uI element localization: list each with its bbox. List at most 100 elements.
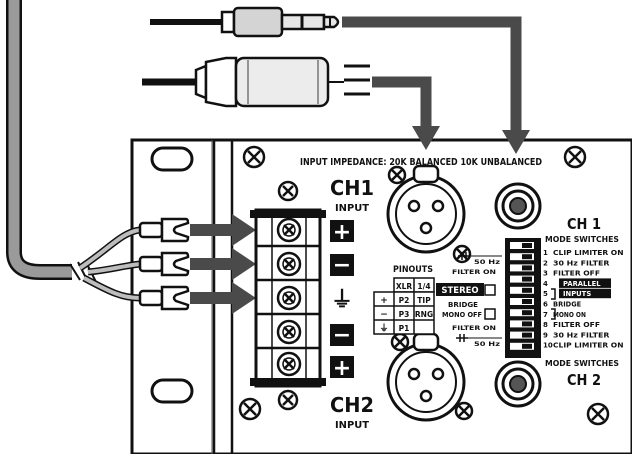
rack-slot-bottom <box>150 378 194 404</box>
minus-symbol-box <box>330 254 354 276</box>
pinouts-header-xlr: XLR <box>396 282 413 291</box>
terminal-screw-icon <box>276 285 302 311</box>
mode-switch-number: 6 <box>543 301 548 309</box>
mode-switch-number: 1 <box>543 249 548 257</box>
pinout-row-quarter: TIP <box>417 296 431 305</box>
routing-arrows <box>342 16 530 154</box>
screw-icon <box>454 401 474 421</box>
dip-switch-toggle[interactable] <box>522 343 532 349</box>
ground-symbol: ⏚ <box>331 288 353 313</box>
ch1-mode-title: CH 1 <box>567 215 601 233</box>
filter-on-top-label: FILTER ON <box>452 268 496 276</box>
mode-switch-number: 7 <box>543 311 548 319</box>
plus-symbol-box <box>330 220 354 242</box>
mode-switch-label: BRIDGE <box>553 301 581 309</box>
bracket-icon <box>551 288 556 300</box>
ch1-title: CH1 <box>330 176 374 200</box>
quarter-inch-plug-cable <box>150 6 340 38</box>
plus-symbol-box <box>330 356 354 378</box>
spade-lug <box>138 251 190 277</box>
pinout-row-quarter: RNG <box>415 310 433 319</box>
terminal-screw-icon <box>276 251 302 277</box>
bridge-label: BRIDGE <box>448 301 478 309</box>
ch2-xlr-jack[interactable] <box>386 332 466 422</box>
mode-switch-number: 5 <box>543 290 548 298</box>
dip-switch-toggle[interactable] <box>522 254 532 260</box>
pinout-row-xlr: P2 <box>399 296 410 305</box>
mode-switch-number: 3 <box>543 270 548 278</box>
mode-switch-label: FILTER OFF <box>553 321 600 329</box>
dip-switch-toggle[interactable] <box>522 310 532 316</box>
mode-switch-number: 2 <box>543 259 548 267</box>
mode-switch-label: PARALLEL <box>563 280 601 288</box>
pinout-row-xlr: P3 <box>399 310 410 319</box>
dip-switch-toggle[interactable] <box>522 287 532 293</box>
dip-switch-toggle[interactable] <box>522 299 532 304</box>
ch1-mode-header: MODE SWITCHES <box>545 235 619 244</box>
mode-switch-number: 10 <box>543 342 553 350</box>
spade-lug <box>138 285 190 311</box>
screw-icon <box>277 180 299 202</box>
switch-annotations: 50 Hz FILTER ON STEREO BRIDGE MONO OFF F… <box>436 252 502 348</box>
mode-switch-number: 4 <box>543 280 548 288</box>
ch1-quarter-inch-jack[interactable] <box>494 182 542 230</box>
dip-switch-toggle[interactable] <box>522 332 532 338</box>
xlr-plug-cable <box>142 56 370 108</box>
speaker-cable <box>6 0 141 302</box>
dip-switch-toggle[interactable] <box>522 321 532 327</box>
screw-icon <box>390 332 410 352</box>
mode-switch-label: 30 Hz FILTER <box>553 259 610 267</box>
screw-icon <box>277 389 299 411</box>
hz50-top-label: 50 Hz <box>474 258 500 266</box>
dip-switch-toggle[interactable] <box>522 265 532 271</box>
plus-symbol: + <box>333 356 351 381</box>
pinouts-title: PINOUTS <box>393 265 433 275</box>
pinouts-header-quarter: 1/4 <box>417 282 430 291</box>
ch2-quarter-inch-jack[interactable] <box>494 360 542 408</box>
arrow-right-icon <box>190 248 256 280</box>
terminal-arrows <box>190 214 256 314</box>
mode-switch-label: 30 Hz FILTER <box>553 331 610 339</box>
pinout-row-sym: − <box>380 310 388 320</box>
mono-off-label: MONO OFF <box>442 311 482 319</box>
filter-symbol-icon <box>456 334 468 342</box>
dip-switch-toggle[interactable] <box>522 276 532 282</box>
ch1-xlr-jack[interactable] <box>386 164 466 254</box>
minus-symbol: − <box>333 323 351 348</box>
mode-switch-label: INPUTS <box>563 290 591 298</box>
stereo-indicator <box>484 284 496 296</box>
arrow-down-icon <box>412 126 440 150</box>
rack-slot-top <box>150 146 194 172</box>
mode-switch-highlight <box>559 278 611 288</box>
filter-on-bottom-label: FILTER ON <box>452 324 496 332</box>
pinouts-table: XLR 1/4 + P2 TIP − P3 RNG ⏚ P1 <box>373 277 435 335</box>
mode-switch-label: CLIP LIMITER ON <box>553 342 624 350</box>
dip-switch-block <box>505 238 541 358</box>
mode-switch-highlight <box>559 288 611 299</box>
terminal-symbols: + − ⏚ − + <box>330 220 354 381</box>
plus-symbol: + <box>333 220 351 245</box>
screw-icon <box>586 402 610 426</box>
mode-switch-number: 8 <box>543 321 548 329</box>
mode-switch-number: 9 <box>543 331 548 339</box>
mode-switch-label: CLIP LIMITER ON <box>553 249 624 257</box>
mode-switch-label: MONO ON <box>553 311 586 319</box>
dip-switch-toggle[interactable] <box>522 243 532 248</box>
pinout-row-xlr: P1 <box>399 324 410 333</box>
arrow-right-icon <box>190 282 256 314</box>
screw-icon <box>238 397 262 421</box>
terminal-screw-icon <box>276 217 302 243</box>
screw-icon <box>387 165 407 185</box>
hz50-bottom-label: 50 Hz <box>474 340 500 348</box>
stereo-label: STEREO <box>441 286 478 296</box>
minus-symbol: − <box>333 253 351 278</box>
minus-symbol-box <box>330 324 354 346</box>
spade-lug <box>138 217 190 243</box>
arrow-down-icon <box>502 130 530 154</box>
terminal-screw-icon <box>276 319 302 345</box>
ch1-subtitle: INPUT <box>335 203 369 214</box>
arrow-right-icon <box>190 214 256 246</box>
